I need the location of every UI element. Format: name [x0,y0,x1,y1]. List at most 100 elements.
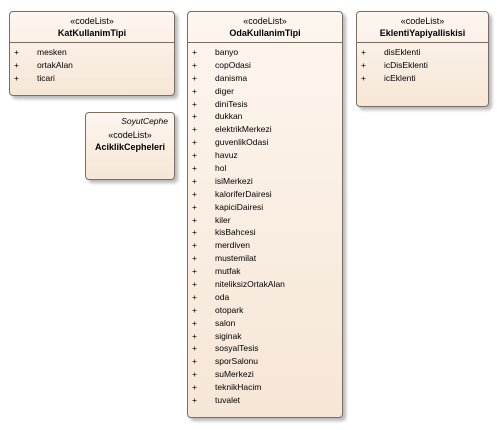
attribute-name: ortakAlan [37,59,73,70]
attribute-item: +dukkan [188,110,342,123]
visibility-marker: + [192,356,197,367]
visibility-marker: + [192,291,197,302]
attribute-item: + danisma [188,72,342,85]
attribute-item: +havuz [188,149,342,162]
visibility-marker: + [192,124,197,135]
visibility-marker: + [192,137,197,148]
attribute-item: + kisBahcesi [188,226,342,239]
attribute-name: niteliksizOrtakAlan [215,279,285,290]
attribute-name: ticari [37,72,55,83]
attribute-item: + otopark [188,304,342,317]
attribute-name: otopark [215,304,244,315]
attribute-name: tuvalet [215,395,241,406]
visibility-marker: + [14,72,19,83]
class-header: «codeList» AciklikCepheleri [86,127,174,153]
attribute-name: oda [215,291,230,302]
attribute-item: + guvenlikOdasi [188,136,342,149]
attribute-name: danisma [215,72,248,83]
attribute-name: mutfak [215,266,241,277]
attribute-item: + icDisEklenti [357,59,488,72]
attribute-item: + sporSalonu [188,355,342,368]
attribute-item: +kiler [188,214,342,227]
class-eklentiyapiyailiskisi[interactable]: «codeList» EklentiYapiyaIliskisi +disEkl… [356,11,489,107]
tag-label: SoyutCephe [121,116,168,126]
stereotype-label: «codeList» [243,16,287,26]
visibility-marker: + [192,59,197,70]
class-header: «codeList» KatKullanimTipi [10,12,174,43]
attribute-name: siginak [215,330,242,341]
class-katkullanimtipi[interactable]: «codeList» KatKullanimTipi + mesken + ortak… [9,11,175,96]
attribute-list: + disEklenti + icDisEklenti +icEklenti [357,43,488,85]
attribute-name: sporSalonu [215,356,259,367]
attribute-item: + ticari [10,72,174,85]
attribute-name: mesken [37,47,67,57]
class-aciklikcepheleri[interactable]: SoyutCephe «codeList» AciklikCepheleri [85,112,175,180]
attribute-item: + mesken [10,46,174,59]
attribute-name: guvenlikOdasi [215,137,269,148]
attribute-item: +elektrikMerkezi [188,123,342,136]
attribute-item: +hol [188,162,342,175]
class-name: KatKullanimTipi [57,28,127,38]
visibility-marker: + [192,201,197,212]
attribute-list: +banyo+copOdasi+danisma+diger+diniTesis+… [188,43,342,407]
visibility-marker: + [361,47,366,57]
visibility-marker: + [192,266,197,277]
attribute-item: + siginak [188,330,342,343]
attribute-name: havuz [215,150,238,161]
class-name: AciklikCepheleri [94,142,166,152]
attribute-item: + kapiciDairesi [188,201,342,214]
attribute-name: kaloriferDairesi [215,188,272,199]
attribute-item: + isiMerkezi [188,175,342,188]
visibility-marker: + [14,59,19,70]
class-odakullanimtipi[interactable]: «codeList» OdaKullanimTipi +banyo+copOda… [187,11,343,418]
class-name: EklentiYapiyaIliskisi [379,28,466,38]
attribute-list: + mesken + ortakAlan + ticari [10,43,174,85]
attribute-name: teknikHacim [215,382,262,393]
visibility-marker: + [192,85,197,96]
visibility-marker: + [192,227,197,238]
attribute-item: + teknikHacim [188,381,342,394]
visibility-marker: + [192,382,197,393]
visibility-marker: + [192,304,197,315]
visibility-marker: + [192,47,197,57]
stereotype-label: «codeList» [70,16,114,26]
attribute-item: +icEklenti [357,72,488,85]
attribute-item: + disEklenti [357,46,488,59]
visibility-marker: + [192,188,197,199]
attribute-name: icDisEklenti [384,59,428,70]
attribute-name: isiMerkezi [215,175,253,186]
attribute-name: suMerkezi [215,369,254,380]
attribute-item: + mutfak [188,265,342,278]
attribute-item: + copOdasi [188,59,342,72]
visibility-marker: + [14,47,19,57]
attribute-item: + diniTesis [188,98,342,111]
visibility-marker: + [192,214,197,225]
attribute-item: + oda [188,291,342,304]
attribute-item: +salon [188,317,342,330]
visibility-marker: + [361,59,366,70]
attribute-name: dukkan [215,111,243,122]
stereotype-label: «codeList» [108,130,152,140]
visibility-marker: + [192,98,197,109]
attribute-name: merdiven [215,240,250,251]
attribute-name: kapiciDairesi [215,201,264,212]
visibility-marker: + [192,253,197,264]
attribute-name: kisBahcesi [215,227,256,238]
attribute-item: +banyo [188,46,342,59]
visibility-marker: + [192,395,197,406]
visibility-marker: + [192,369,197,380]
visibility-marker: + [361,72,366,83]
attribute-item: +mustemilat [188,252,342,265]
visibility-marker: + [192,317,197,328]
attribute-item: + kaloriferDairesi [188,188,342,201]
attribute-item: + merdiven [188,239,342,252]
attribute-name: disEklenti [384,47,421,57]
visibility-marker: + [192,72,197,83]
attribute-name: copOdasi [215,59,251,70]
attribute-item: +sosyalTesis [188,342,342,355]
visibility-marker: + [192,175,197,186]
attribute-name: diniTesis [215,98,248,109]
visibility-marker: + [192,240,197,251]
attribute-name: diger [215,85,234,96]
visibility-marker: + [192,330,197,341]
